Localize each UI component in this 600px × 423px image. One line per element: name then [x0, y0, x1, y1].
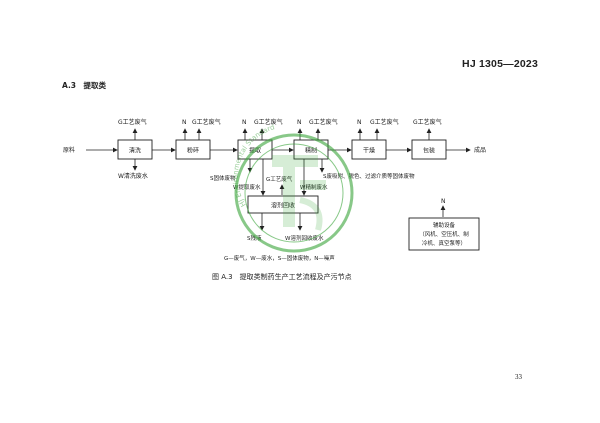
aux-noise: N — [441, 198, 446, 205]
refine-solid-waste: S废吸附、脱色、过滤介质等固体废物 — [323, 172, 415, 180]
recovery-residue: S残液 — [247, 234, 262, 242]
solvent-recovery-label: 溶剂回收 — [271, 202, 295, 210]
aux-label-3: 冷机、真空泵等） — [422, 239, 466, 247]
input-label: 原料 — [63, 146, 75, 154]
figure-caption: 图 A.3 提取类制药生产工艺流程及产污节点 — [212, 272, 352, 281]
aux-label-1: 辅助设备 — [433, 221, 456, 229]
step-box-crush — [175, 139, 211, 160]
step-extract-noise: N — [242, 119, 247, 126]
extract-solid-waste: S固体废物 — [210, 174, 236, 182]
step-wash-water: W清洗废水 — [118, 172, 148, 180]
watermark-seal-icon — [234, 133, 354, 253]
step-dry-gas: G工艺废气 — [370, 118, 399, 126]
step-dry-noise: N — [357, 119, 362, 126]
step-wash-gas: G工艺废气 — [118, 118, 147, 126]
recovery-gas: G工艺废气 — [266, 175, 293, 183]
page-number: 33 — [515, 373, 522, 381]
section-heading: A.3 提取类 — [62, 81, 107, 90]
aux-label-2: （风机、空压机、制 — [419, 230, 469, 238]
step-box-dry — [351, 139, 387, 160]
solvent-recovery-box — [247, 195, 319, 214]
step-label-crush: 粉碎 — [187, 147, 199, 155]
step-refine-noise: N — [297, 119, 302, 126]
step-extract-gas: G工艺废气 — [254, 118, 283, 126]
refine-water: W精制废水 — [300, 183, 328, 191]
extract-water: W提取废水 — [233, 183, 261, 191]
step-label-refine: 精制 — [305, 147, 317, 155]
step-label-wash: 清洗 — [129, 147, 141, 155]
step-refine-gas: G工艺废气 — [309, 118, 338, 126]
output-label: 成品 — [474, 146, 486, 154]
figure-legend: G—废气，W—废水，S—固体废物，N—噪声 — [224, 254, 335, 262]
step-crush-gas: G工艺废气 — [192, 118, 221, 126]
step-pack-gas: G工艺废气 — [413, 118, 442, 126]
auxiliary-equipment-box — [408, 217, 480, 251]
standard-code: HJ 1305—2023 — [462, 58, 538, 70]
step-label-pack: 包装 — [423, 147, 435, 155]
step-crush-noise: N — [182, 119, 187, 126]
recovery-water: W溶剂回收废水 — [285, 234, 324, 242]
step-label-dry: 干燥 — [363, 147, 375, 155]
